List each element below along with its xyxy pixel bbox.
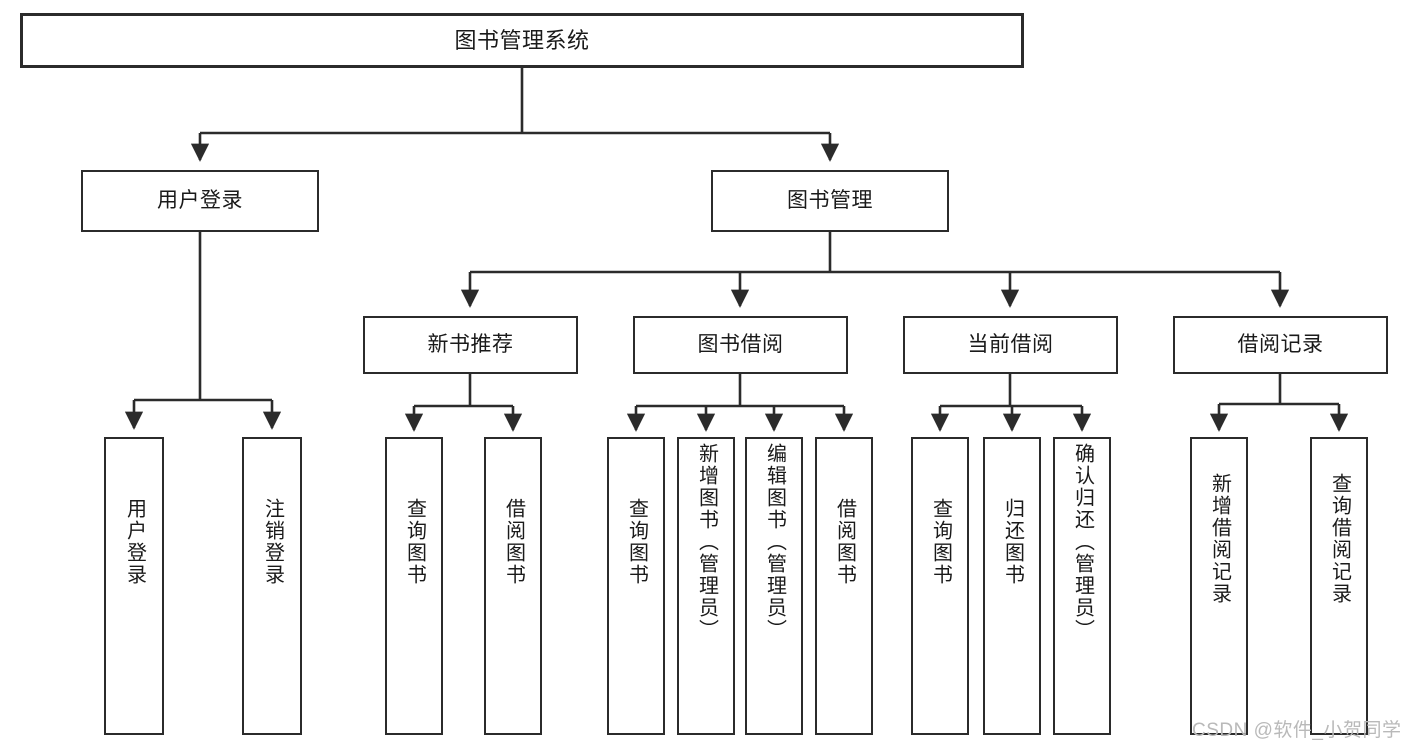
watermark-text: CSDN @软件_小贺同学 [1192,720,1402,741]
node-leaf-logout-label: 注销登录 [261,498,284,586]
node-leaf-borrow-book-1[interactable]: 借阅图书 [484,437,542,735]
node-user-login-label: 用户登录 [157,188,243,212]
node-leaf-confirm-return-label: 确认归还（管理员） [1071,443,1094,641]
node-leaf-confirm-return[interactable]: 确认归还（管理员） [1053,437,1111,735]
node-current-borrow[interactable]: 当前借阅 [903,316,1118,374]
node-leaf-query-record[interactable]: 查询借阅记录 [1310,437,1368,735]
node-leaf-query-record-label: 查询借阅记录 [1328,473,1351,605]
node-new-book-rec-label: 新书推荐 [427,332,514,356]
node-leaf-add-record[interactable]: 新增借阅记录 [1190,437,1248,735]
node-leaf-user-login-label: 用户登录 [123,498,146,586]
node-leaf-logout[interactable]: 注销登录 [242,437,302,735]
node-leaf-query-book-1-label: 查询图书 [403,498,426,586]
node-leaf-add-record-label: 新增借阅记录 [1208,473,1231,605]
node-leaf-query-book-1[interactable]: 查询图书 [385,437,443,735]
node-leaf-add-book-label: 新增图书（管理员） [695,443,718,641]
node-borrow-record[interactable]: 借阅记录 [1173,316,1388,374]
node-book-manage[interactable]: 图书管理 [711,170,949,232]
node-leaf-return-book-label: 归还图书 [1001,498,1024,586]
node-leaf-query-book-2[interactable]: 查询图书 [607,437,665,735]
node-user-login[interactable]: 用户登录 [81,170,319,232]
node-leaf-borrow-book-2[interactable]: 借阅图书 [815,437,873,735]
node-root[interactable]: 图书管理系统 [20,13,1024,68]
node-leaf-add-book[interactable]: 新增图书（管理员） [677,437,735,735]
node-leaf-return-book[interactable]: 归还图书 [983,437,1041,735]
node-leaf-query-book-2-label: 查询图书 [625,498,648,586]
node-leaf-edit-book[interactable]: 编辑图书（管理员） [745,437,803,735]
node-leaf-user-login[interactable]: 用户登录 [104,437,164,735]
node-new-book-rec[interactable]: 新书推荐 [363,316,578,374]
node-leaf-borrow-book-2-label: 借阅图书 [833,498,856,586]
node-book-borrow[interactable]: 图书借阅 [633,316,848,374]
node-book-manage-label: 图书管理 [787,188,873,212]
node-leaf-query-book-3[interactable]: 查询图书 [911,437,969,735]
node-leaf-query-book-3-label: 查询图书 [929,498,952,586]
node-borrow-record-label: 借阅记录 [1237,332,1324,356]
node-root-label: 图书管理系统 [454,27,590,53]
node-leaf-edit-book-label: 编辑图书（管理员） [763,443,786,641]
node-leaf-borrow-book-1-label: 借阅图书 [502,498,525,586]
node-current-borrow-label: 当前借阅 [967,332,1054,356]
node-book-borrow-label: 图书借阅 [697,332,784,356]
